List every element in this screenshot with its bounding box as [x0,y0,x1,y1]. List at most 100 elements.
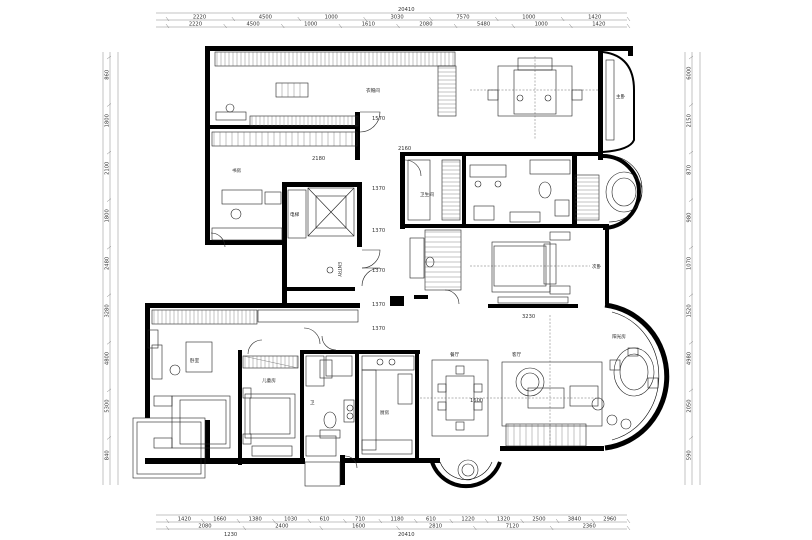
walk-in-closet: 衣帽间 [214,51,457,127]
inner-dimension-label: 1600 [470,398,483,404]
top-dimension-label: 1000 [522,15,535,21]
room-tag-master-bedroom: 主卧 [616,93,626,100]
bottom-dimension-label: 1030 [284,517,297,523]
bottom-dimension-chain: 20410 1420 1660 1380 1030 610 710 1180 610 1220 1… [156,514,631,538]
top-dimension-label: 1000 [325,15,338,21]
elevator-core: 电梯 [287,187,355,239]
bottom-dimension-label: 2400 [275,524,288,530]
bottom-dimension-label: 710 [355,517,365,523]
bottom-dimension-label: 2810 [429,524,442,530]
top-dimension-label: 1000 [304,22,317,28]
top-dimension-label: 1610 [362,22,375,28]
top-dimension-label: 1000 [535,22,548,28]
left-dimension-label: 3280 [105,304,111,317]
left-bathroom: 卫 [305,355,355,457]
room-tag-living: 客厅 [512,351,522,358]
top-dimension-label: 2220 [189,22,202,28]
top-dimension-label: 1420 [592,22,605,28]
inner-dimension-label: 3230 [522,314,535,320]
left-bedroom: 卧室 [147,309,359,449]
inner-dimension-label: 1370 [372,302,385,308]
inner-dimension-label: 1370 [372,228,385,234]
left-dimension-label: 840 [105,450,111,460]
bottom-dimension-label: 610 [426,517,436,523]
top-dimension-label: 7570 [456,15,469,21]
left-dimension-label: 4800 [105,352,111,365]
left-dimension-label: 2480 [105,257,111,270]
bottom-dimension-label: 1320 [497,517,510,523]
inner-dimension-label: 2180 [312,156,325,162]
right-dimension-chain: 6000 2150 870 980 1070 1520 4980 2050 590 [684,52,701,485]
inner-dimension-label: 1370 [372,268,385,274]
left-dimension-label: 5300 [105,399,111,412]
inner-dimension-label: 1370 [372,326,385,332]
bottom-dimension-label: 3840 [568,517,581,523]
left-dimension-label: 2100 [105,162,111,175]
exterior-walls [145,46,633,485]
curved-bay-walls [430,51,670,489]
door-swings [210,111,422,469]
left-dimension-label: 1800 [105,209,111,222]
inner-dimension-label: 1370 [372,186,385,192]
bottom-overall-dimension: 20410 [398,532,415,538]
bottom-dimension-label: 1380 [249,517,262,523]
room-tag-lift: 电梯 [290,211,300,218]
bottom-dimension-label: 610 [320,517,330,523]
bottom-dimension-label: 2360 [583,524,596,530]
right-dimension-label: 4980 [687,352,693,365]
right-dimension-label: 6000 [687,67,693,80]
entry-label: ENTRY [336,262,342,277]
right-dimension-label: 1520 [687,304,693,317]
right-dimension-label: 980 [687,213,693,223]
study-room: 书房 [211,131,358,241]
top-dimension-label: 2220 [193,15,206,21]
room-tag-dining: 餐厅 [450,351,460,358]
guest-bedroom: 次卧 [409,229,602,305]
bottom-dimension-label: 1600 [352,524,365,530]
top-overall-dimension: 20410 [398,7,415,13]
entry-area: ENTRY [326,249,381,287]
room-tag-sunroom: 阳光房 [612,333,626,340]
top-dimension-label: 3030 [391,15,404,21]
top-dimension-label: 4500 [246,22,259,28]
top-dimension-label: 1420 [588,15,601,21]
master-bedroom: 主卧 [470,56,626,141]
bottom-dimension-label: 1220 [461,517,474,523]
right-dimension-label: 590 [687,450,693,460]
bottom-dimension-label: 1660 [213,517,226,523]
right-dimension-label: 2150 [687,114,693,127]
terrace-outlines [132,417,341,487]
right-dimension-label: 1070 [687,257,693,270]
left-dimension-label: 860 [105,70,111,80]
top-dimension-label: 2080 [419,22,432,28]
left-dimension-chain: 860 1800 2100 1800 2480 3280 4800 5300 840 [102,52,119,485]
right-dimension-label: 2050 [687,399,693,412]
dining-area: 餐厅 [420,351,600,481]
room-tag-study: 书房 [232,167,242,174]
sun-room: 阳光房 [609,333,659,397]
room-tag-kitchen: 厨房 [380,409,390,416]
top-dimension-label: 4500 [259,15,272,21]
room-tag-bath: 卫生间 [420,191,434,198]
room-tag-closet: 衣帽间 [366,87,380,94]
bottom-dimension-label: 1180 [391,517,404,523]
room-tag-bath-left: 卫 [310,400,315,406]
room-tag-child: 儿童房 [262,377,276,384]
room-tag-bedroom-left: 卧室 [190,357,200,364]
bottom-dimension-label: 2960 [603,517,616,523]
left-dimension-label: 1800 [105,114,111,127]
bathroom-suite: 卫生间 [407,159,643,223]
inner-dimension-label: 2160 [398,146,411,152]
bottom-dimension-label: 7120 [506,524,519,530]
bottom-dimension-label: 1420 [178,517,191,523]
kitchen: 厨房 [361,355,415,455]
bottom-dimension-label: 2080 [198,524,211,530]
room-tag-guest: 次卧 [592,263,602,270]
living-room: 客厅 [501,315,632,447]
top-dimension-chain: 20410 2220 4500 1000 3030 7570 1000 1420 2220 4… [156,7,631,29]
bottom-dimension-label: 2500 [532,517,545,523]
top-dimension-label: 5480 [477,22,490,28]
right-dimension-label: 870 [687,165,693,175]
